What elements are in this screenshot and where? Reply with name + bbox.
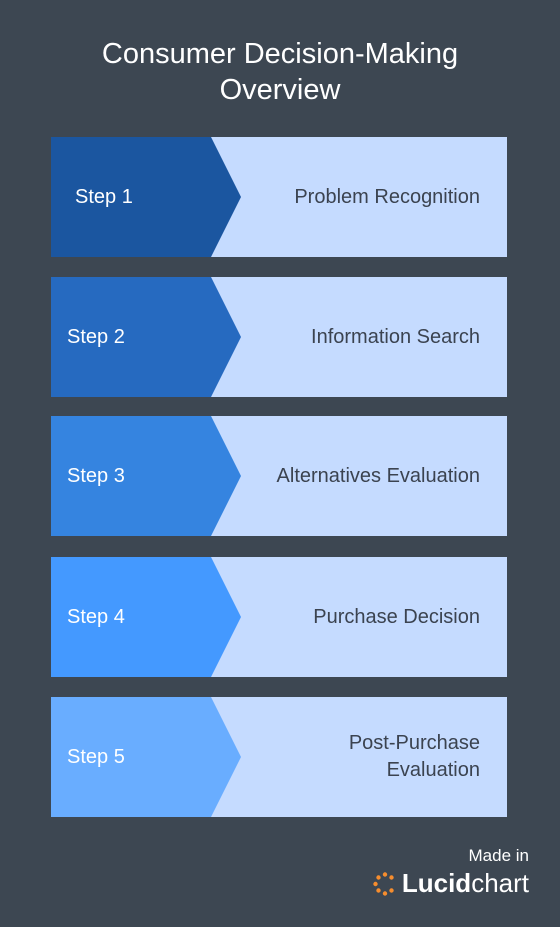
- step-label: Step 4: [67, 606, 125, 628]
- step-description: Purchase Decision: [313, 605, 480, 628]
- step-chevron-shape: [51, 277, 241, 397]
- step-3: Step 3 Alternatives Evaluation: [51, 416, 507, 536]
- step-2: Step 2 Information Search: [51, 277, 507, 397]
- diagram-title: Consumer Decision-Making Overview: [101, 38, 459, 106]
- step-chevron: [51, 277, 241, 397]
- step-description: Information Search: [311, 325, 480, 348]
- step-4: Step 4 Purchase Decision: [51, 557, 507, 677]
- step-label: Step 2: [67, 326, 125, 348]
- step-chevron-shape: [51, 137, 241, 257]
- step-description: Alternatives Evaluation: [276, 464, 480, 487]
- step-description: Problem Recognition: [294, 185, 480, 208]
- made-in-label: Made in: [468, 846, 529, 865]
- brand-name-light: chart: [471, 868, 529, 898]
- step-chevron: [51, 416, 241, 536]
- step-5: Step 5 Post-Purchase Evaluation: [51, 697, 507, 817]
- step-chevron-shape: [51, 697, 241, 817]
- step-description: Post-Purchase Evaluation: [348, 732, 480, 781]
- step-label: Step 1: [75, 186, 133, 208]
- step-chevron: [51, 557, 241, 677]
- step-1: Step 1 Problem Recognition: [51, 137, 507, 257]
- brand-name-bold: Lucid: [401, 868, 472, 898]
- step-chevron-shape: [51, 416, 241, 536]
- step-chevron-shape: [51, 557, 241, 677]
- step-label: Step 5: [67, 746, 125, 768]
- step-label: Step 3: [67, 465, 125, 487]
- step-chevron: [51, 697, 241, 817]
- lucidchart-logo-icon: [373, 871, 394, 896]
- step-chevron: [51, 137, 241, 257]
